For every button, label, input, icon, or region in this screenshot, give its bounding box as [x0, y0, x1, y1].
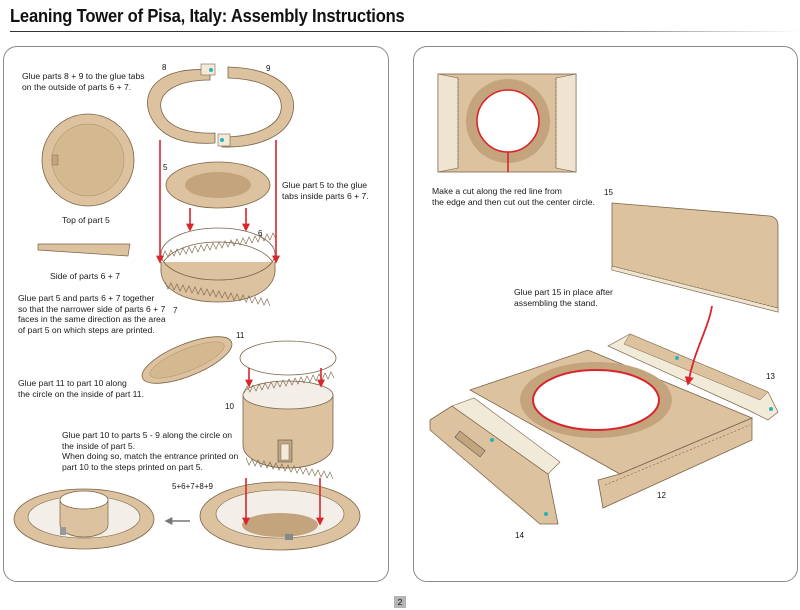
top-of-part-5-illustration [41, 113, 135, 207]
label-part-10: 10 [225, 402, 234, 411]
side-of-parts-6-7-illustration [37, 243, 131, 257]
label-part-13: 13 [766, 372, 775, 381]
title-divider [10, 31, 800, 32]
cut-out-piece-illustration [437, 73, 577, 173]
page-title: Leaning Tower of Pisa, Italy: Assembly I… [10, 6, 405, 26]
step-glue-together-text: Glue part 5 and parts 6 + 7 together so … [18, 293, 166, 335]
part-15-panel [611, 202, 779, 313]
assembly-arrows-upper [156, 140, 280, 264]
caption-side-of-parts-6-7: Side of parts 6 + 7 [50, 271, 120, 281]
label-part-7: 7 [173, 306, 178, 315]
steps-icon [285, 534, 293, 540]
step-glue-part-15-text: Glue part 15 in place after assembling t… [514, 287, 613, 308]
stand-base-part-12 [469, 349, 754, 509]
ring-parts-8-9 [147, 63, 294, 148]
step-glue-part-11-text: Glue part 11 to part 10 along the circle… [18, 378, 144, 399]
part-5-disk [165, 161, 271, 209]
glue-dot-icon [769, 407, 773, 411]
glue-dot-icon [544, 512, 548, 516]
step-cut-text: Make a cut along the red line from the e… [432, 186, 595, 207]
completed-base-illustration [13, 488, 155, 550]
page-number: 2 [394, 596, 406, 608]
caption-top-of-part-5: Top of part 5 [62, 215, 110, 225]
parts-6-7-ring [160, 227, 277, 307]
part-10-cylinder [239, 340, 337, 480]
label-part-14: 14 [515, 531, 524, 540]
glue-dot-icon [490, 438, 494, 442]
placement-arrow-icon [684, 305, 713, 386]
part-11-disk [141, 336, 233, 384]
label-part-8: 8 [162, 63, 167, 72]
label-part-12: 12 [657, 491, 666, 500]
glue-dot-icon [209, 68, 213, 72]
label-part-15: 15 [604, 188, 613, 197]
part-14-strip [429, 397, 561, 525]
label-part-11: 11 [236, 331, 245, 340]
step-glue-rings-text: Glue parts 8 + 9 to the glue tabs on the… [22, 71, 145, 92]
label-part-5: 5 [163, 163, 168, 172]
assembly-arrows-lower [242, 478, 324, 526]
assembly-arrows-middle [245, 368, 325, 388]
label-part-6: 6 [258, 229, 263, 238]
label-parts-combined: 5+6+7+8+9 [172, 482, 213, 491]
step-glue-part-5-text: Glue part 5 to the glue tabs inside part… [282, 180, 369, 201]
glue-dot-icon [220, 138, 224, 142]
step-glue-part-10-text: Glue part 10 to parts 5 - 9 along the ci… [62, 430, 239, 472]
glue-dot-icon [675, 356, 679, 360]
label-part-9: 9 [266, 64, 271, 73]
